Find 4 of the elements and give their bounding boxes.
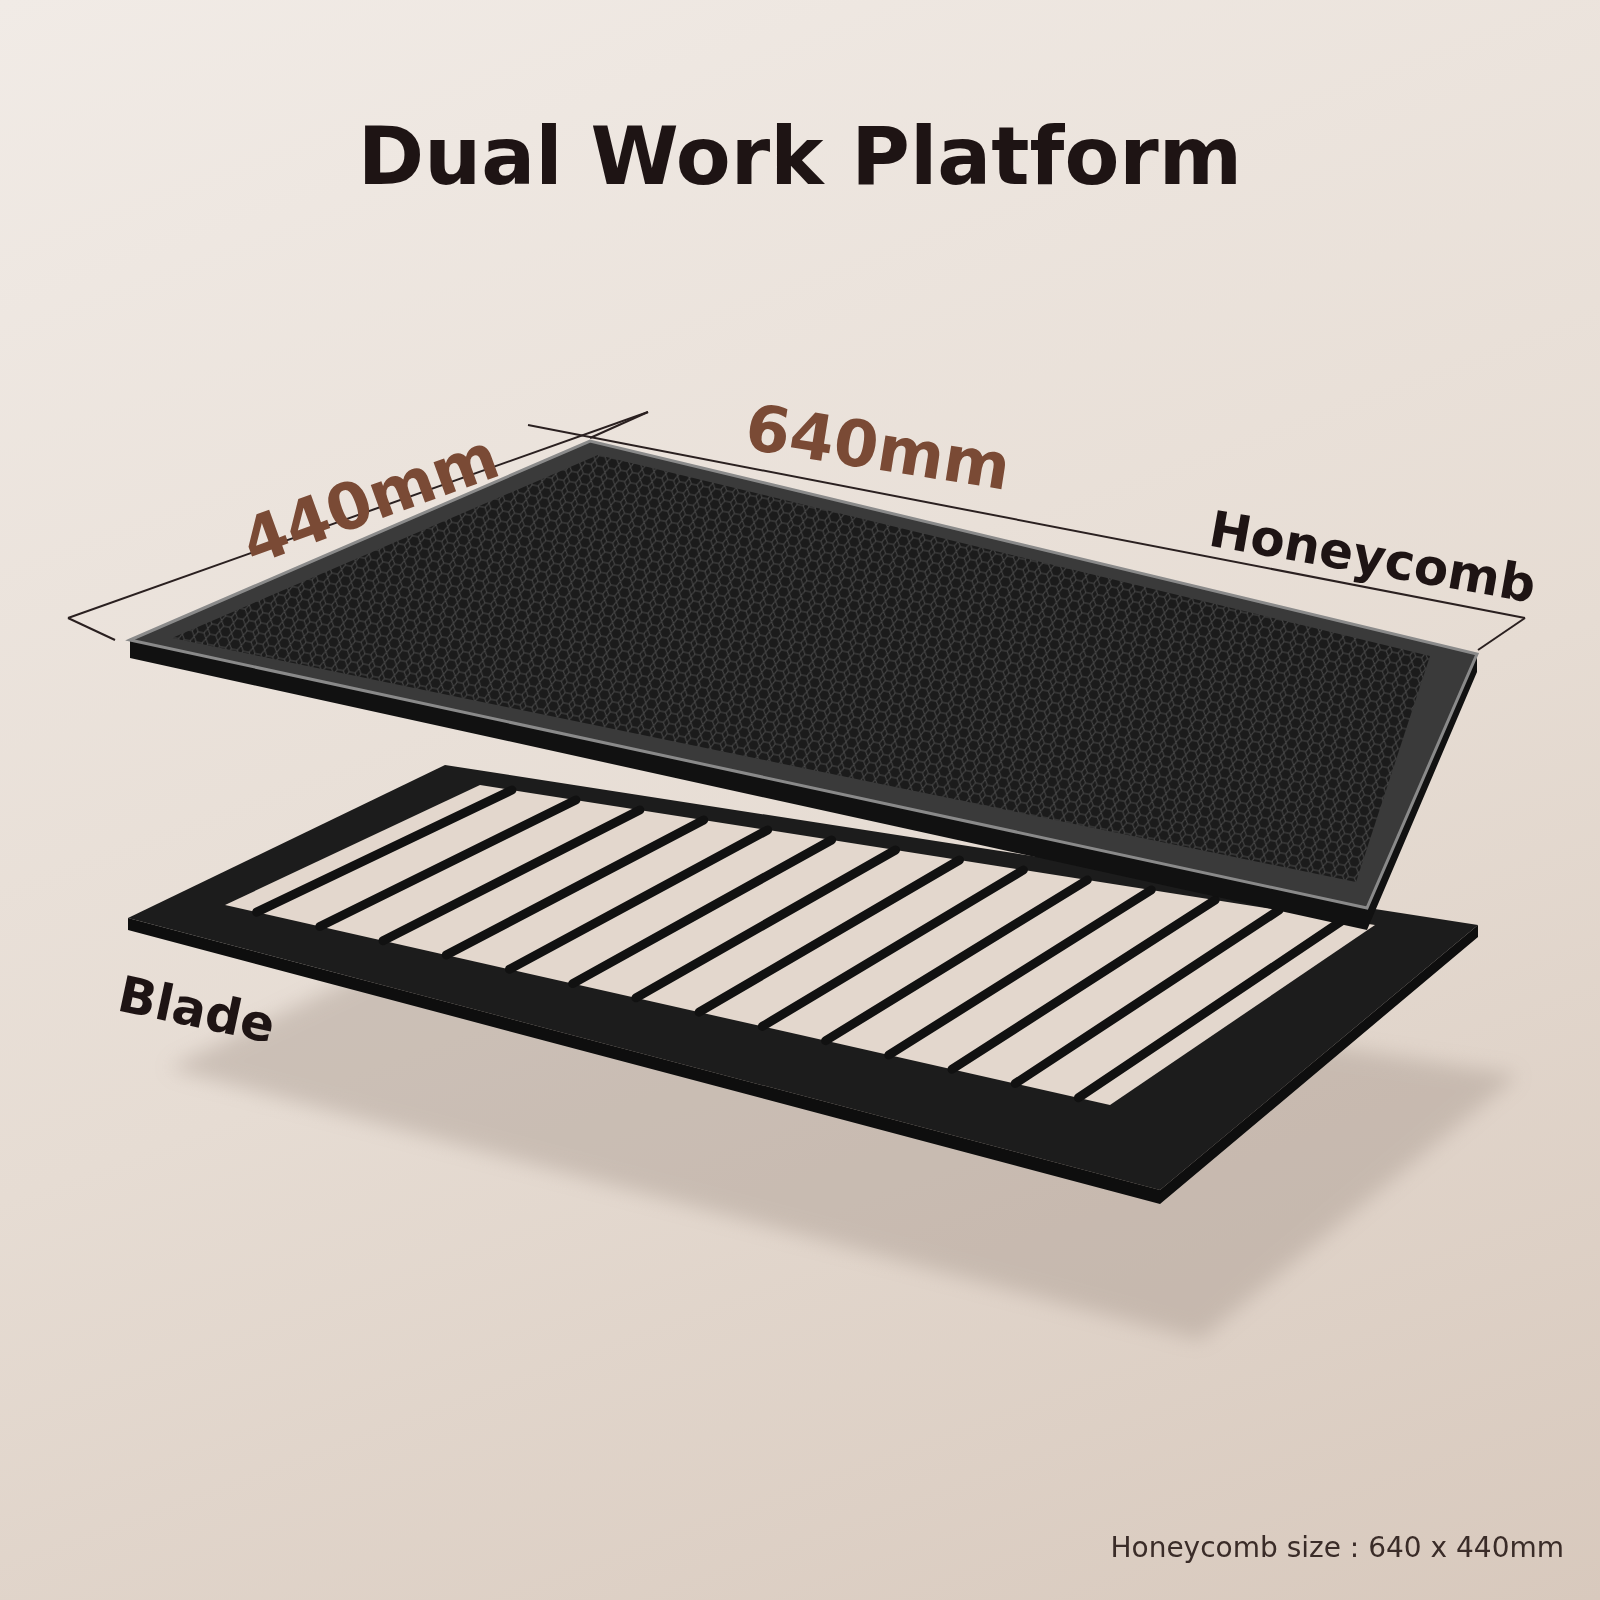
page-title: Dual Work Platform: [356, 110, 1244, 203]
note-text: Honeycomb size : 640 x 440mm: [1110, 1531, 1564, 1564]
part-label: Blade: [112, 965, 281, 1055]
dimension-label: 640mm: [740, 390, 1016, 505]
